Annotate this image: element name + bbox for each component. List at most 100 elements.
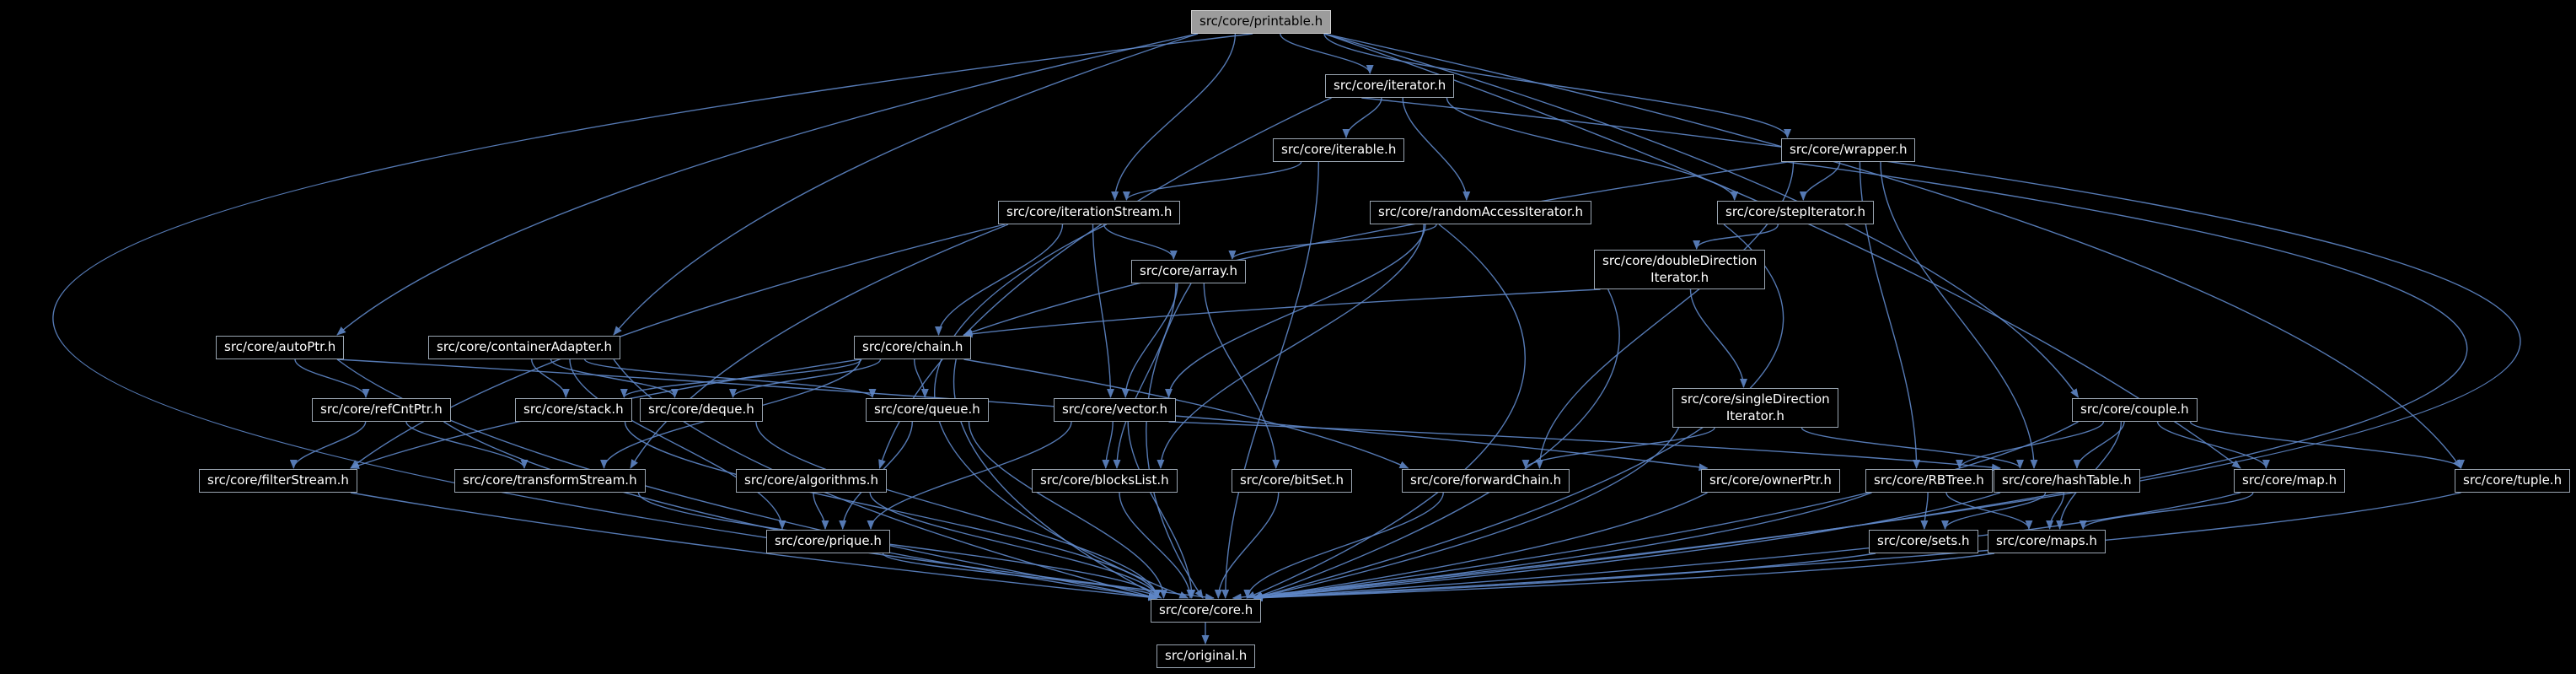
edge-iterationStream-to-vector [1092, 224, 1114, 398]
graph-node-prique[interactable]: src/core/prique.h [766, 530, 890, 553]
edge-iterable-to-iterationStream [1123, 161, 1302, 201]
edge-wrapper-to-chain [963, 161, 1788, 336]
graph-node-queue[interactable]: src/core/queue.h [866, 398, 989, 422]
edge-iterator-to-stepIterator [1446, 97, 1739, 201]
graph-node-sets[interactable]: src/core/sets.h [1869, 530, 1978, 553]
graph-node-wrapper[interactable]: src/core/wrapper.h [1781, 138, 1916, 162]
edge-couple-to-hashTable [2073, 421, 2125, 469]
edge-hashTable-to-sets [1941, 492, 2047, 530]
graph-node-stack[interactable]: src/core/stack.h [515, 398, 632, 422]
edge-vector-to-prique [867, 421, 1072, 530]
graph-node-forwardChain[interactable]: src/core/forwardChain.h [1402, 469, 1570, 493]
graph-node-iterator[interactable]: src/core/iterator.h [1325, 74, 1455, 98]
edge-chain-to-queue [914, 359, 929, 398]
edge-stepIterator-to-doubleDirectionIterator [1693, 224, 1779, 250]
edge-chain-to-core [953, 359, 1162, 599]
edge-chain-to-forwardChain [963, 359, 1409, 469]
graph-node-map[interactable]: src/core/map.h [2234, 469, 2346, 493]
graph-node-chain[interactable]: src/core/chain.h [854, 336, 972, 359]
graph-node-stepIterator[interactable]: src/core/stepIterator.h [1717, 201, 1874, 224]
edge-printable-to-containerAdapter [613, 33, 1199, 336]
graph-node-ownerPtr[interactable]: src/core/ownerPtr.h [1701, 469, 1840, 493]
edge-array-to-blocksList [1113, 283, 1177, 469]
edge-iterator-to-randomAccessIterator [1402, 97, 1471, 201]
graph-node-vector[interactable]: src/core/vector.h [1054, 398, 1176, 422]
graph-node-bitSet[interactable]: src/core/bitSet.h [1232, 469, 1352, 493]
graph-node-transformStream[interactable]: src/core/transformStream.h [454, 469, 646, 493]
graph-node-couple[interactable]: src/core/couple.h [2072, 398, 2198, 422]
edge-RBTree-to-core [1253, 492, 1872, 601]
edge-randomAccessIterator-to-array [1228, 224, 1437, 260]
edge-filterStream-to-core [350, 492, 1158, 601]
edge-sets-to-core [1253, 553, 1876, 602]
graph-node-array[interactable]: src/core/array.h [1131, 260, 1246, 283]
edge-array-to-bitSet [1203, 283, 1280, 469]
edge-iterationStream-to-array [1103, 224, 1178, 260]
edge-refCntPtr-to-filterStream [289, 421, 367, 469]
edge-couple-to-core [1253, 421, 2079, 601]
graph-node-maps[interactable]: src/core/maps.h [1988, 530, 2106, 553]
edge-printable-to-iterationStream [1111, 33, 1237, 201]
edge-refCntPtr-to-transformStream [405, 421, 529, 469]
edge-singleDirectionIterator-to-core [1253, 427, 1680, 601]
edge-vector-to-hashTable [1168, 421, 2001, 472]
edge-bitSet-to-core [1214, 492, 1280, 599]
edge-randomAccessIterator-to-blocksList [1157, 224, 1425, 469]
edge-refCntPtr-to-core [443, 421, 1158, 601]
edge-maps-to-core [1253, 553, 1995, 602]
edge-printable-to-wrapper [1323, 33, 1791, 138]
edge-printable-to-iterator [1280, 33, 1374, 74]
edge-doubleDirectionIterator-to-chain [963, 288, 1601, 338]
edge-wrapper-to-hashTable [1880, 161, 2038, 469]
edge-randomAccessIterator-to-vector [1165, 224, 1426, 398]
edge-hashTable-to-maps [2046, 492, 2065, 530]
edge-transformStream-to-core [637, 492, 1161, 599]
edge-iterable-to-core [1221, 161, 1319, 599]
edge-algorithms-to-core [869, 492, 1161, 599]
edge-couple-to-map [2156, 421, 2270, 469]
graph-node-containerAdapter[interactable]: src/core/containerAdapter.h [428, 336, 620, 359]
graph-node-singleDirectionIterator[interactable]: src/core/singleDirection Iterator.h [1672, 388, 1838, 428]
graph-node-blocksList[interactable]: src/core/blocksList.h [1032, 469, 1178, 493]
edge-randomAccessIterator-to-core [1245, 224, 1526, 599]
graph-node-core[interactable]: src/core/core.h [1151, 599, 1262, 623]
edge-forwardChain-to-core [1243, 492, 1444, 599]
edge-prique-to-core [882, 553, 1161, 599]
graph-node-hashTable[interactable]: src/core/hashTable.h [1994, 469, 2140, 493]
graph-node-autoPtr[interactable]: src/core/autoPtr.h [216, 336, 345, 359]
edge-iterationStream-to-transformStream [630, 224, 1009, 469]
edge-blocksList-to-core [1119, 492, 1194, 599]
graph-node-original[interactable]: src/original.h [1157, 644, 1256, 668]
edges [52, 33, 2521, 644]
graph-node-doubleDirectionIterator[interactable]: src/core/doubleDirection Iterator.h [1594, 250, 1766, 289]
graph-node-RBTree[interactable]: src/core/RBTree.h [1865, 469, 1993, 493]
graph-node-printable[interactable]: src/core/printable.h [1191, 10, 1332, 34]
edge-iterationStream-to-chain [935, 224, 1064, 336]
graph-node-deque[interactable]: src/core/deque.h [640, 398, 763, 422]
edge-RBTree-to-maps [1945, 492, 2033, 530]
graph-node-randomAccessIterator[interactable]: src/core/randomAccessIterator.h [1370, 201, 1592, 224]
edge-singleDirectionIterator-to-hashTable [1801, 427, 2024, 469]
edge-algorithms-to-prique [813, 492, 829, 530]
edge-doubleDirectionIterator-to-core [1253, 288, 1620, 599]
edge-containerAdapter-to-prique [569, 359, 786, 530]
graph-node-tuple[interactable]: src/core/tuple.h [2455, 469, 2571, 493]
edge-autoPtr-to-refCntPtr [294, 359, 370, 398]
edge-vector-to-blocksList [1102, 421, 1114, 469]
graph-node-algorithms[interactable]: src/core/algorithms.h [736, 469, 887, 493]
graph-node-refCntPtr[interactable]: src/core/refCntPtr.h [312, 398, 451, 422]
edge-printable-to-tuple [1323, 33, 2462, 469]
edge-singleDirectionIterator-to-forwardChain [1521, 427, 1715, 469]
edge-containerAdapter-to-deque [550, 359, 679, 398]
edge-hashTable-to-core [1253, 492, 2001, 601]
graph-node-iterationStream[interactable]: src/core/iterationStream.h [998, 201, 1181, 224]
edge-iterator-to-iterable [1342, 97, 1382, 138]
graph-node-iterable[interactable]: src/core/iterable.h [1273, 138, 1405, 162]
graph-node-filterStream[interactable]: src/core/filterStream.h [199, 469, 357, 493]
edge-printable-to-autoPtr [336, 33, 1199, 336]
edge-queue-to-core [968, 421, 1167, 599]
edge-couple-to-RBTree [1956, 421, 2105, 469]
edge-wrapper-to-stepIterator [1799, 161, 1841, 201]
